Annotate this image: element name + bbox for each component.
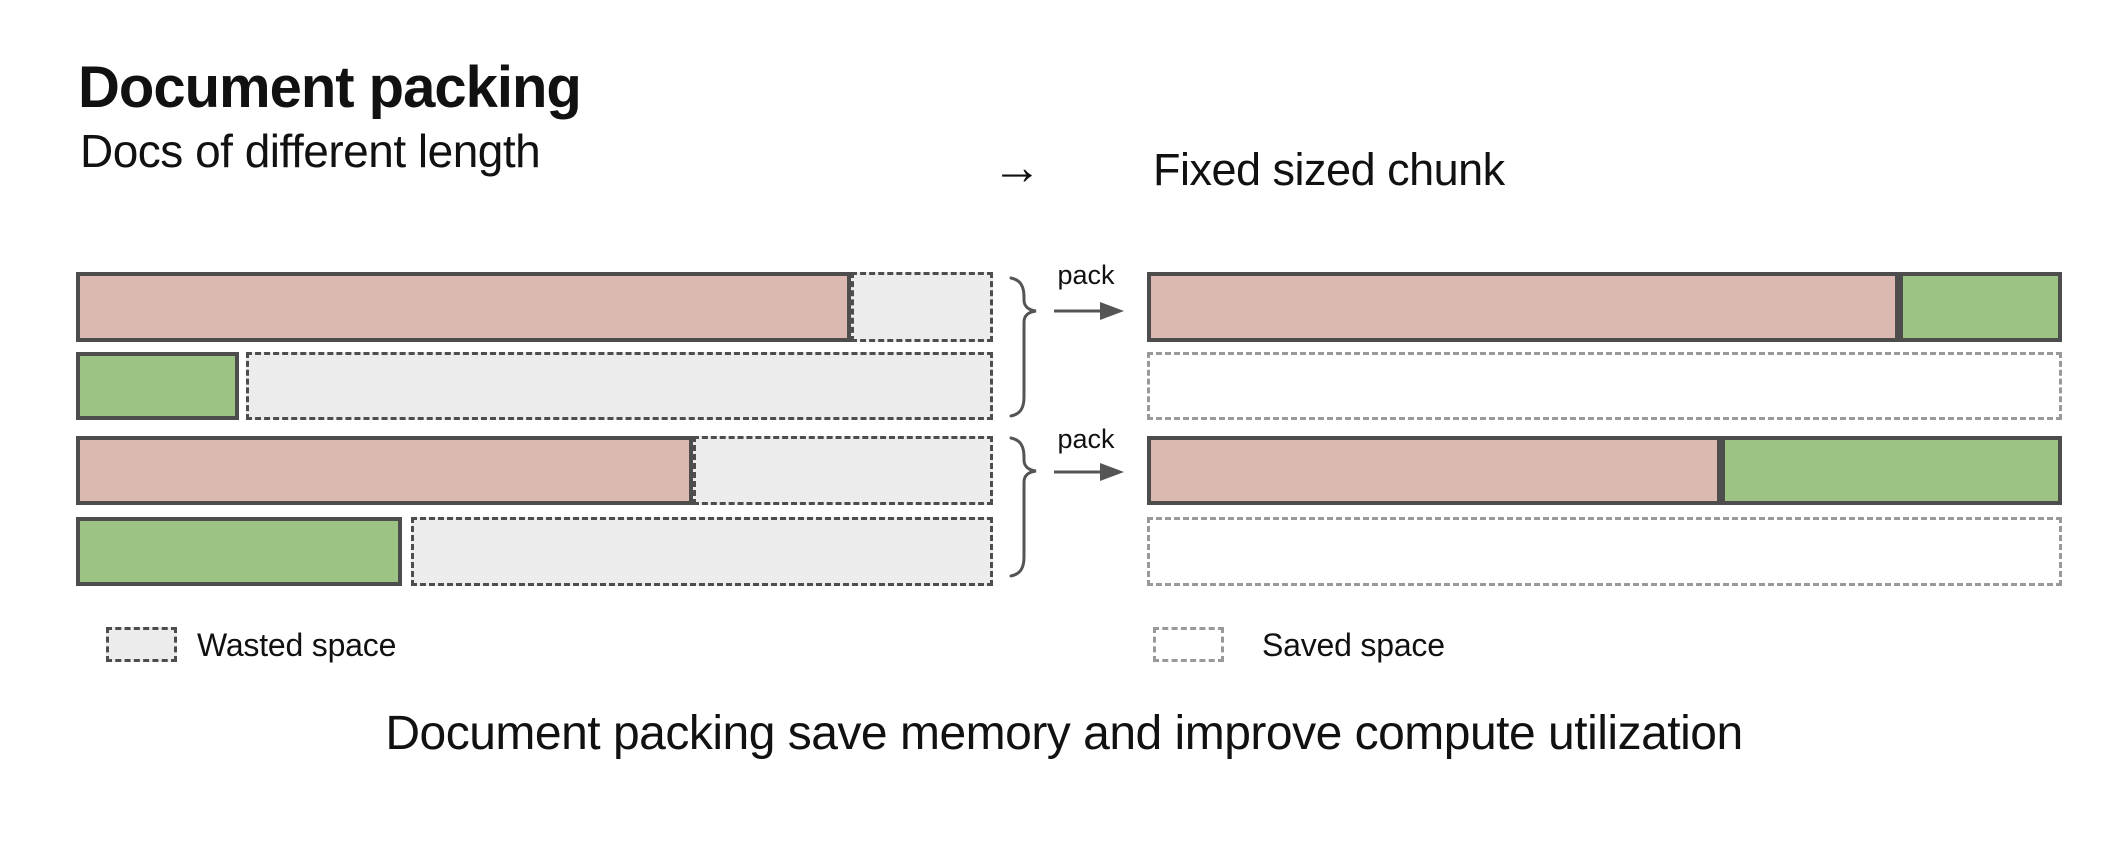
pack-arrow-icon: [1054, 463, 1124, 481]
doc-segment-green: [1899, 272, 2062, 342]
curly-brace-icon: [1009, 276, 1037, 418]
chunk-2-row: [1147, 436, 2062, 505]
doc-3-row: [76, 436, 993, 505]
doc-4-row: [76, 517, 993, 586]
caption: Document packing save memory and improve…: [385, 707, 1743, 760]
chunk-1-row: [1147, 272, 2062, 342]
doc-segment-green: [76, 352, 240, 420]
doc-2-row: [76, 352, 993, 420]
pack-arrow-icon: [1054, 302, 1124, 320]
wasted-space-label: Wasted space: [197, 627, 397, 663]
doc-segment-green: [1720, 436, 2062, 505]
doc-segment-green: [76, 517, 403, 586]
wasted-space-box: [410, 517, 993, 586]
doc-1-row: [76, 272, 993, 342]
transform-arrow-icon: →: [992, 139, 1042, 195]
packed-chunks-group: [1147, 272, 2062, 586]
page-title: Document packing: [78, 55, 582, 120]
saved-space-label: Saved space: [1262, 627, 1445, 663]
saved-space-swatch: [1153, 627, 1224, 662]
doc-segment-pink: [1147, 272, 1900, 342]
wasted-space-box: [693, 436, 993, 505]
wasted-space-box: [850, 272, 993, 342]
right-panel-heading: Fixed sized chunk: [1153, 144, 1505, 195]
saved-1-row: [1147, 352, 2062, 420]
curly-brace-icon: [1009, 436, 1037, 578]
pack-label: pack: [1057, 260, 1115, 290]
docs-bars-group: [76, 272, 993, 586]
wasted-space-box: [245, 352, 993, 420]
doc-segment-pink: [1147, 436, 1721, 505]
wasted-space-swatch: [106, 627, 177, 662]
doc-segment-pink: [76, 436, 694, 505]
left-panel-heading: Docs of different length: [80, 125, 541, 177]
saved-space-box: [1147, 517, 2062, 586]
pack-label: pack: [1057, 424, 1115, 454]
saved-2-row: [1147, 517, 2062, 586]
doc-segment-pink: [76, 272, 851, 342]
saved-space-box: [1147, 352, 2062, 420]
